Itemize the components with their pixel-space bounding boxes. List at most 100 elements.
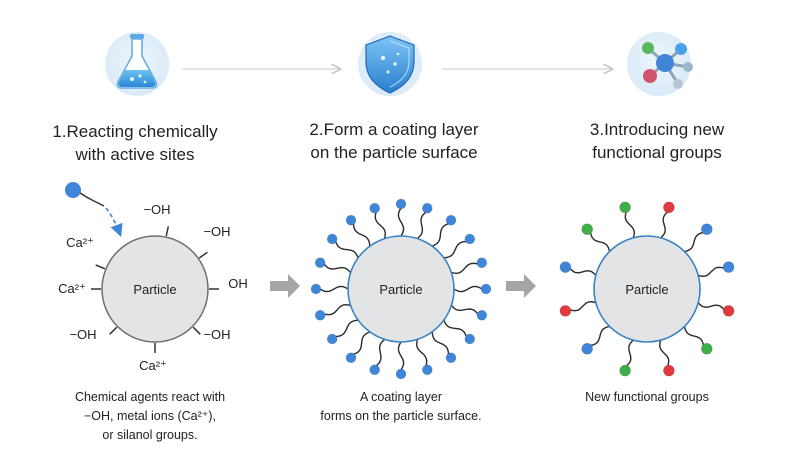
coating-agent-chain <box>450 304 479 315</box>
step-2-title: 2.Form a coating layer on the particle s… <box>264 118 524 164</box>
step-2-title-line-2: on the particle surface <box>310 143 478 162</box>
coating-agent-chain <box>451 262 479 275</box>
coating-agent-head <box>326 233 338 245</box>
molecule-icon <box>627 32 693 96</box>
coating-agent-head <box>314 309 326 321</box>
functional-group-head <box>619 201 631 214</box>
coating-agent-chain <box>431 222 449 247</box>
site-tick <box>198 251 208 259</box>
particle-2: Particle <box>347 235 455 343</box>
coating-agent-head <box>445 214 457 226</box>
caption-1-line-1: Chemical agents react with <box>74 390 226 404</box>
coating-agent-head <box>421 202 433 214</box>
coating-agent-chain <box>397 207 405 237</box>
coating-agent-chain <box>352 223 371 247</box>
functional-group-chain <box>658 340 670 367</box>
site-label: Ca²⁺ <box>139 358 167 373</box>
coating-agent-chain <box>453 285 483 293</box>
site-tick <box>95 264 106 270</box>
process-arrow-1 <box>270 274 300 298</box>
functional-group-head <box>663 364 675 377</box>
coating-agent-head <box>464 333 476 345</box>
coating-agent-chain <box>415 339 428 367</box>
functional-group-head <box>663 201 675 214</box>
coating-agent-chain <box>334 241 359 259</box>
functional-group-head <box>581 342 594 355</box>
caption-2: A coating layer forms on the particle su… <box>271 388 531 426</box>
functional-group-chain <box>624 211 636 238</box>
coating-agent-head <box>395 368 407 380</box>
functional-group-chain <box>589 232 611 252</box>
caption-1-line-2: −OH, metal ions (Ca²⁺), <box>84 409 216 423</box>
site-tick <box>192 326 201 335</box>
chemical-agent <box>65 182 123 237</box>
caption-1: Chemical agents react with −OH, metal io… <box>20 388 280 445</box>
functional-group-head <box>619 364 631 377</box>
caption-2-line-2: forms on the particle surface. <box>320 409 482 423</box>
functional-group-head <box>559 305 572 317</box>
shield-icon <box>358 32 422 96</box>
coating-agent-head <box>476 257 488 269</box>
coating-agent-head <box>314 257 326 269</box>
functional-group-chain <box>684 231 704 253</box>
coating-agent-head <box>345 214 357 226</box>
caption-3: New functional groups <box>517 388 777 407</box>
caption-1-line-3: or silanol groups. <box>102 428 198 442</box>
functional-group-head <box>700 342 713 355</box>
site-label: −OH <box>203 224 230 239</box>
functional-group-head <box>559 261 572 273</box>
step-3-title: 3.Introducing new functional groups <box>527 118 787 164</box>
functional-group-chains <box>559 201 735 377</box>
functional-group-chain <box>625 339 634 367</box>
site-label: Ca²⁺ <box>66 235 94 250</box>
functional-group-chain <box>660 211 669 239</box>
coating-agent-head <box>395 198 407 210</box>
coating-agent-chain <box>431 331 450 355</box>
site-label: −OH <box>203 327 230 342</box>
flask-icon <box>105 32 169 96</box>
functional-group-chain <box>569 300 596 312</box>
caption-3-line-1: New functional groups <box>585 390 709 404</box>
coating-agent-chain <box>416 211 427 240</box>
process-arrow-2 <box>506 274 536 298</box>
coating-agent-chain <box>335 319 359 338</box>
particle-1-label: Particle <box>133 282 176 297</box>
functional-group-chain <box>683 326 705 346</box>
coating-agent-head <box>345 352 357 364</box>
step-1-title-line-1: 1.Reacting chemically <box>52 122 218 141</box>
coating-agent-chain <box>319 285 349 293</box>
coating-agent-chain <box>443 319 468 337</box>
functional-group-head <box>581 223 594 235</box>
functional-group-head <box>700 223 713 235</box>
site-label: OH <box>228 276 248 291</box>
particle-3-label: Particle <box>625 282 668 297</box>
coating-agent-head <box>464 233 476 245</box>
functional-group-chain <box>590 325 610 347</box>
site-label: −OH <box>69 327 96 342</box>
step-3-title-line-2: functional groups <box>592 143 722 162</box>
particle-3: Particle <box>593 235 701 343</box>
step-3-title-line-1: 3.Introducing new <box>589 120 725 139</box>
functional-group-chain <box>569 267 597 276</box>
coating-agent-head <box>326 333 338 345</box>
functional-group-head <box>722 305 735 317</box>
coating-agent-chain <box>374 211 387 239</box>
step-1-title-line-2: with active sites <box>75 145 195 164</box>
step-1-title: 1.Reacting chemically with active sites <box>5 120 265 166</box>
coating-agent-head <box>369 364 381 376</box>
functional-group-chain <box>697 302 725 311</box>
site-tick <box>109 326 118 335</box>
coating-agent-head <box>480 283 492 295</box>
coating-agent-head <box>369 202 381 214</box>
coating-agent-head <box>476 309 488 321</box>
coating-agent-chain <box>323 303 351 316</box>
site-label: Ca²⁺ <box>58 281 86 296</box>
caption-2-line-1: A coating layer <box>360 390 442 404</box>
coating-layer-chains <box>310 198 492 380</box>
coating-agent-chain <box>443 240 467 259</box>
functional-group-chain <box>698 266 725 278</box>
coating-agent-chain <box>353 331 371 356</box>
step-2-title-line-1: 2.Form a coating layer <box>309 120 479 139</box>
